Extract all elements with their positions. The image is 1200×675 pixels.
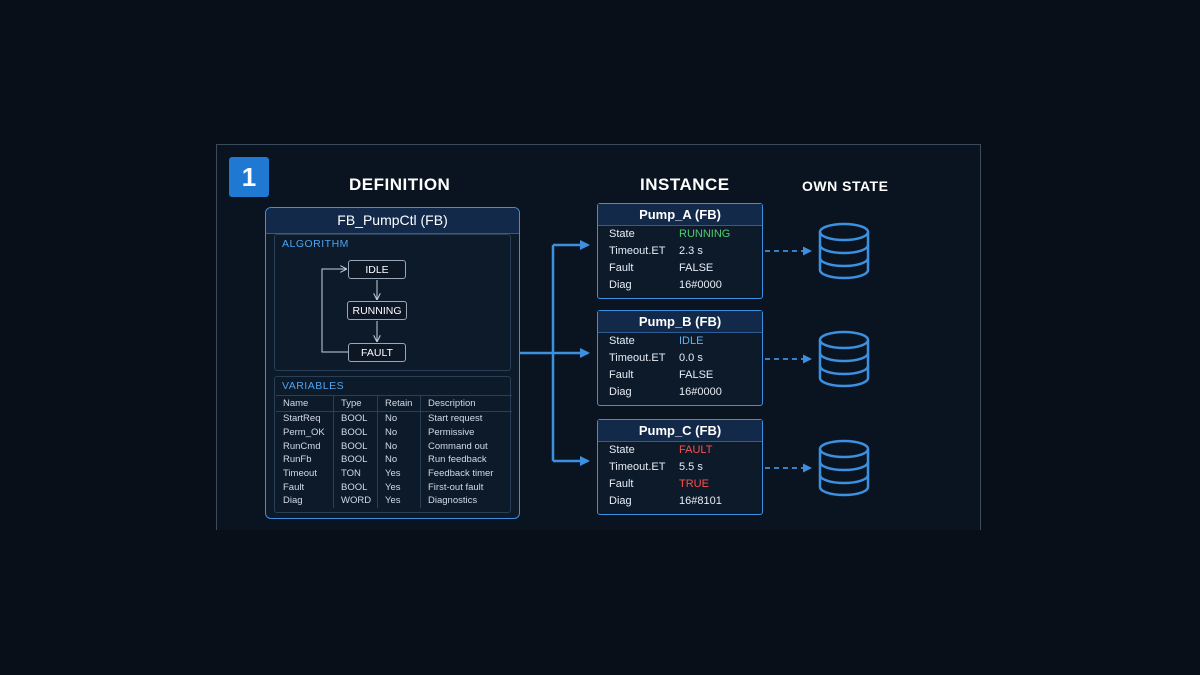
instance-value: 16#8101 — [679, 495, 722, 507]
variable-description: Run feedback — [420, 453, 512, 467]
variable-type: WORD — [333, 494, 378, 508]
instance-title: Pump_C (FB) — [598, 420, 762, 442]
instance-row-fault: Fault FALSE — [598, 367, 762, 384]
table-row: RunCmd BOOL No Command out — [276, 439, 512, 454]
variable-type: BOOL — [333, 425, 378, 440]
instance-row-state: State FAULT — [598, 442, 762, 459]
instance-value: 0.0 s — [679, 352, 703, 364]
instance-row-diag: Diag 16#8101 — [598, 493, 762, 510]
column-header-name: Name — [276, 395, 334, 412]
variable-retain: Yes — [377, 480, 421, 495]
instance-row-diag: Diag 16#0000 — [598, 384, 762, 401]
instance-key: Diag — [609, 386, 632, 398]
variable-description: First-out fault — [420, 480, 512, 495]
instance-row-timeout: Timeout.ET 0.0 s — [598, 350, 762, 367]
instance-value: IDLE — [679, 335, 704, 347]
column-header-retain: Retain — [377, 395, 421, 412]
variable-name: Perm_OK — [283, 427, 325, 439]
variables-header-row: Name Type Retain Description — [276, 395, 512, 412]
instance-value: FAULT — [679, 444, 713, 456]
instance-key: State — [609, 444, 635, 456]
database-icon — [818, 222, 870, 280]
instance-title: Pump_A (FB) — [598, 204, 762, 226]
instance-value: 16#0000 — [679, 279, 722, 291]
column-header-type: Type — [333, 395, 378, 412]
state-node-running: RUNNING — [347, 301, 407, 320]
variable-type: TON — [333, 466, 378, 481]
instance-value: 16#0000 — [679, 386, 722, 398]
variable-description: Command out — [420, 439, 512, 454]
database-icon — [818, 330, 870, 388]
variables-label: VARIABLES — [282, 380, 345, 392]
instance-value: 2.3 s — [679, 245, 703, 257]
instance-key: Fault — [609, 262, 634, 274]
state-node-fault: FAULT — [348, 343, 406, 362]
variables-table: Name Type Retain Description StartReq BO… — [276, 395, 512, 508]
instance-key: Timeout.ET — [609, 352, 666, 364]
definition-title: FB_PumpCtl (FB) — [266, 208, 519, 234]
variable-retain: No — [377, 439, 421, 454]
instance-box-pump-c: Pump_C (FB) State FAULT Timeout.ET 5.5 s… — [597, 419, 763, 515]
table-row: StartReq BOOL No Start request — [276, 411, 512, 426]
variable-name: RunCmd — [283, 440, 321, 452]
transition-fault-idle — [321, 269, 348, 353]
column-header-description: Description — [420, 395, 512, 412]
variable-type: BOOL — [333, 453, 378, 467]
variable-description: Diagnostics — [420, 494, 512, 508]
instance-key: State — [609, 335, 635, 347]
algorithm-section — [274, 234, 511, 371]
instance-key: State — [609, 228, 635, 240]
instance-box-pump-b: Pump_B (FB) State IDLE Timeout.ET 0.0 s … — [597, 310, 763, 406]
variable-retain: No — [377, 425, 421, 440]
instance-value: 5.5 s — [679, 461, 703, 473]
algorithm-label: ALGORITHM — [282, 238, 349, 250]
instance-title: Pump_B (FB) — [598, 311, 762, 333]
instance-row-diag: Diag 16#0000 — [598, 277, 762, 294]
step-badge: 1 — [229, 157, 269, 197]
instance-row-timeout: Timeout.ET 2.3 s — [598, 243, 762, 260]
table-row: Perm_OK BOOL No Permissive — [276, 425, 512, 440]
variable-name: Diag — [283, 495, 303, 507]
table-row: Fault BOOL Yes First-out fault — [276, 480, 512, 495]
variable-retain: No — [377, 453, 421, 467]
variable-name: StartReq — [283, 413, 321, 425]
own-state-heading: OWN STATE — [802, 178, 889, 194]
instance-value: TRUE — [679, 478, 709, 490]
instance-row-timeout: Timeout.ET 5.5 s — [598, 459, 762, 476]
state-node-idle: IDLE — [348, 260, 406, 279]
variable-type: BOOL — [333, 411, 378, 426]
variable-retain: Yes — [377, 494, 421, 508]
variable-name: Fault — [283, 481, 305, 493]
instance-heading: INSTANCE — [640, 175, 730, 194]
instance-key: Diag — [609, 495, 632, 507]
table-row: Timeout TON Yes Feedback timer — [276, 466, 512, 481]
table-row: RunFb BOOL No Run feedback — [276, 453, 512, 467]
variable-description: Permissive — [420, 425, 512, 440]
variable-description: Start request — [420, 411, 512, 426]
instance-value: RUNNING — [679, 228, 731, 240]
definition-heading: DEFINITION — [349, 175, 451, 194]
instance-box-pump-a: Pump_A (FB) State RUNNING Timeout.ET 2.3… — [597, 203, 763, 299]
variable-description: Feedback timer — [420, 466, 512, 481]
instance-row-state: State IDLE — [598, 333, 762, 350]
instance-key: Fault — [609, 369, 634, 381]
instance-key: Fault — [609, 478, 634, 490]
instance-key: Diag — [609, 279, 632, 291]
database-icon — [818, 439, 870, 497]
instance-value: FALSE — [679, 369, 714, 381]
variable-name: RunFb — [283, 454, 312, 466]
instance-value: FALSE — [679, 262, 714, 274]
table-row: Diag WORD Yes Diagnostics — [276, 494, 512, 508]
instance-row-fault: Fault TRUE — [598, 476, 762, 493]
instance-row-fault: Fault FALSE — [598, 260, 762, 277]
variable-retain: No — [377, 411, 421, 426]
instance-key: Timeout.ET — [609, 461, 666, 473]
variable-type: BOOL — [333, 439, 378, 454]
variable-retain: Yes — [377, 466, 421, 481]
instance-key: Timeout.ET — [609, 245, 666, 257]
variable-name: Timeout — [283, 468, 317, 480]
variable-type: BOOL — [333, 480, 378, 495]
instance-row-state: State RUNNING — [598, 226, 762, 243]
